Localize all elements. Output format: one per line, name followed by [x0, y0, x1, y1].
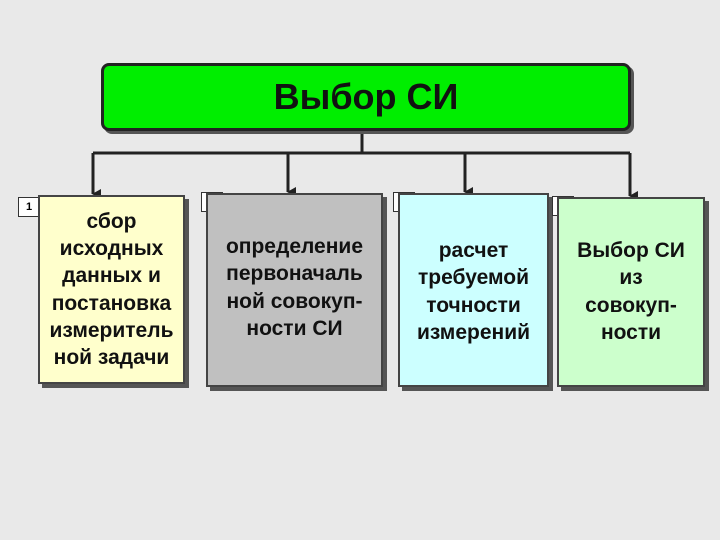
step-4-box: Выбор СИ из совокуп- ности: [557, 197, 705, 387]
step-3-line: точности: [426, 293, 521, 317]
step-2-line: ности СИ: [246, 316, 343, 340]
step-3-box: расчет требуемой точности измерений: [398, 193, 549, 387]
step-1-line: ной задачи: [53, 346, 170, 370]
step-4-text: Выбор СИ из совокуп- ности: [577, 237, 685, 346]
step-2-line: ной совокуп-: [226, 289, 363, 313]
step-1-box: сбор исходных данных и постановка измери…: [38, 195, 185, 384]
step-1-line: исходных: [59, 236, 164, 260]
step-2-text: определение первоначаль ной совокуп- нос…: [226, 233, 363, 342]
step-1-line: сбор: [86, 209, 137, 233]
step-3-line: требуемой: [417, 266, 529, 290]
step-1-line: данных и: [62, 264, 161, 288]
step-1-line: постановка: [51, 291, 172, 315]
step-3-line: измерений: [416, 320, 531, 344]
step-1-text: сбор исходных данных и постановка измери…: [50, 208, 174, 372]
step-4-line: ности: [600, 320, 662, 344]
step-4-line: совокуп-: [585, 293, 677, 317]
step-2-box: определение первоначаль ной совокуп- нос…: [206, 193, 383, 387]
step-1-number: 1: [18, 197, 40, 217]
step-3-line: расчет: [438, 239, 509, 262]
step-1-line: измеритель: [49, 318, 174, 342]
step-2-line: определение: [225, 235, 364, 258]
diagram-title: Выбор СИ: [101, 63, 631, 131]
step-3-text: расчет требуемой точности измерений: [417, 237, 530, 346]
step-4-line: Выбор СИ: [577, 239, 685, 262]
step-2-line: первоначаль: [226, 262, 363, 286]
step-4-line: из: [619, 266, 643, 290]
